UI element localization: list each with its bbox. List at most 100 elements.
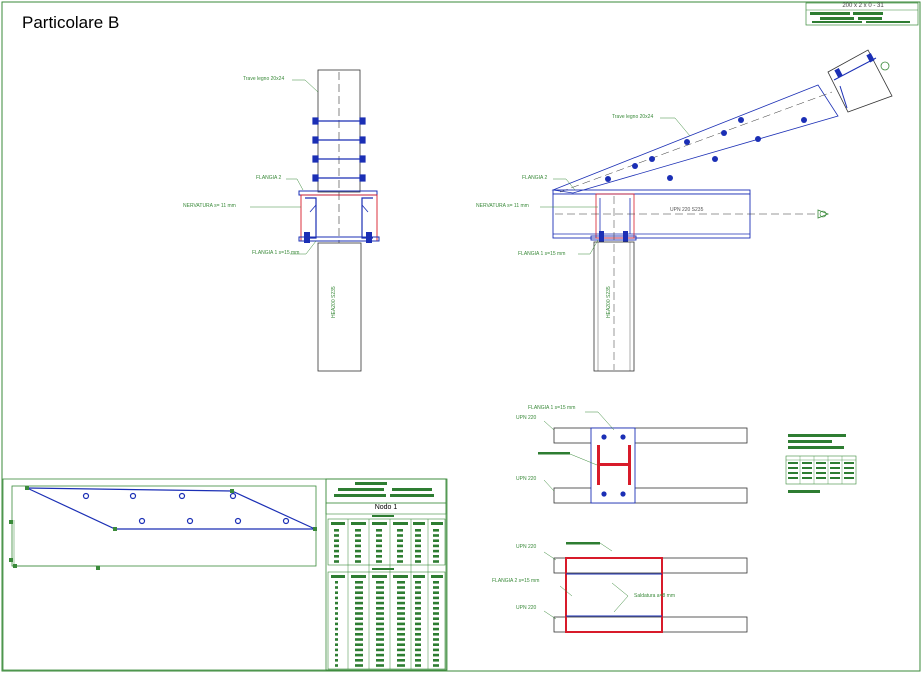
table-cell: [376, 591, 384, 594]
table-cell: [415, 586, 421, 589]
table-cell: [355, 601, 363, 605]
table-cell: [376, 534, 382, 537]
table-cell: [376, 549, 382, 553]
table-cell: [397, 549, 403, 553]
plate-1-view1: [298, 236, 380, 242]
table-title: Nodo 1: [374, 504, 398, 511]
table-cell: [351, 575, 366, 578]
table-cell: [335, 659, 338, 662]
table-cell: [433, 539, 439, 542]
table-cell: [335, 638, 338, 641]
timber-beam-2: [551, 84, 839, 194]
table-cell: [335, 586, 338, 589]
view-1-front-connection: [250, 69, 380, 372]
table-cell: [376, 653, 384, 657]
table-cell: [397, 534, 403, 537]
view2-column-label: HEA200 S235: [606, 286, 612, 318]
table-cell: [415, 544, 421, 548]
table-cell: [376, 596, 384, 600]
table-cell: [376, 607, 384, 610]
table-cell: [397, 653, 405, 657]
table-cell: [397, 555, 403, 558]
table-cell: [415, 653, 421, 657]
view2-plate2-label: FLANGIA 2: [522, 175, 548, 181]
table-cell: [376, 539, 382, 542]
view1-rib-label: NERVATURA s= 11 mm: [183, 203, 236, 209]
table-cell: [355, 596, 363, 600]
table-cell: [433, 555, 439, 558]
table-cell: [397, 607, 405, 610]
table-cell: [355, 586, 363, 589]
bottom-panel: [2, 478, 448, 671]
table-cell: [415, 627, 421, 631]
table-cell: [433, 617, 439, 620]
table-cell: [415, 633, 421, 636]
table-cell: [335, 601, 338, 605]
table-cell: [334, 555, 339, 558]
table-cell: [433, 534, 439, 537]
table-cell: [376, 581, 384, 584]
table-cell: [415, 617, 421, 620]
table-cell: [415, 643, 421, 646]
view2-beam-label: Trave legno 20x24: [612, 114, 654, 120]
legend-block: [785, 434, 857, 493]
table-cell: [376, 612, 384, 615]
table-cell: [393, 575, 408, 578]
table-cell: [334, 560, 339, 563]
table-cell: [331, 522, 345, 525]
table-cell: [415, 659, 421, 662]
table-cell: [413, 522, 425, 525]
table-cell: [397, 627, 405, 631]
table-cell: [415, 622, 421, 626]
table-cell: [433, 529, 439, 532]
table-cell: [335, 581, 338, 584]
view2-upn-label: UPN 220 S235: [670, 207, 704, 213]
table-cell: [331, 575, 345, 578]
table-cell: [433, 648, 439, 652]
table-cell: [415, 648, 421, 652]
table-cell: [397, 539, 403, 542]
table-cell: [415, 581, 421, 584]
table-cell: [376, 560, 382, 563]
table-cell: [433, 601, 439, 605]
table-cell: [376, 622, 384, 626]
table-cell: [433, 612, 439, 615]
table-cell: [376, 638, 384, 641]
table-cell: [334, 539, 339, 542]
detail1-upn-bottom-label: UPN 220: [516, 476, 537, 482]
table-cell: [433, 664, 439, 667]
table-cell: [397, 659, 405, 662]
table-cell: [334, 544, 339, 548]
table-cell: [433, 653, 439, 657]
table-cell: [372, 522, 387, 525]
table-cell: [355, 529, 361, 532]
table-cell: [397, 601, 405, 605]
table-cell: [397, 633, 405, 636]
table-cell: [433, 627, 439, 631]
table-cell: [355, 643, 363, 646]
table-cell: [355, 560, 361, 563]
table-cell: [376, 555, 382, 558]
beam-bolts-2: [605, 117, 807, 182]
table-cell: [376, 617, 384, 620]
table-cell: [433, 596, 439, 600]
view-2-side-connection: [540, 49, 893, 372]
table-cell: [355, 591, 363, 594]
table-cell: [335, 617, 338, 620]
table-cell: [397, 586, 405, 589]
table-cell: [415, 555, 421, 558]
table-cell: [376, 659, 384, 662]
detail2-weld-label: Saldatura a=8 mm: [634, 593, 675, 599]
table-cell: [397, 638, 405, 641]
table-cell: [355, 664, 363, 667]
table-cell: [376, 544, 382, 548]
table-cell: [397, 622, 405, 626]
view2-plate1-label: FLANGIA 1 s=15 mm: [518, 251, 566, 257]
drawing-title: Particolare B: [22, 13, 120, 32]
table-cell: [355, 617, 363, 620]
table-cell: [335, 664, 338, 667]
beam-bolts-1: [312, 117, 366, 182]
table-cell: [415, 607, 421, 610]
table-cell: [415, 529, 421, 532]
table-cell: [376, 529, 382, 532]
